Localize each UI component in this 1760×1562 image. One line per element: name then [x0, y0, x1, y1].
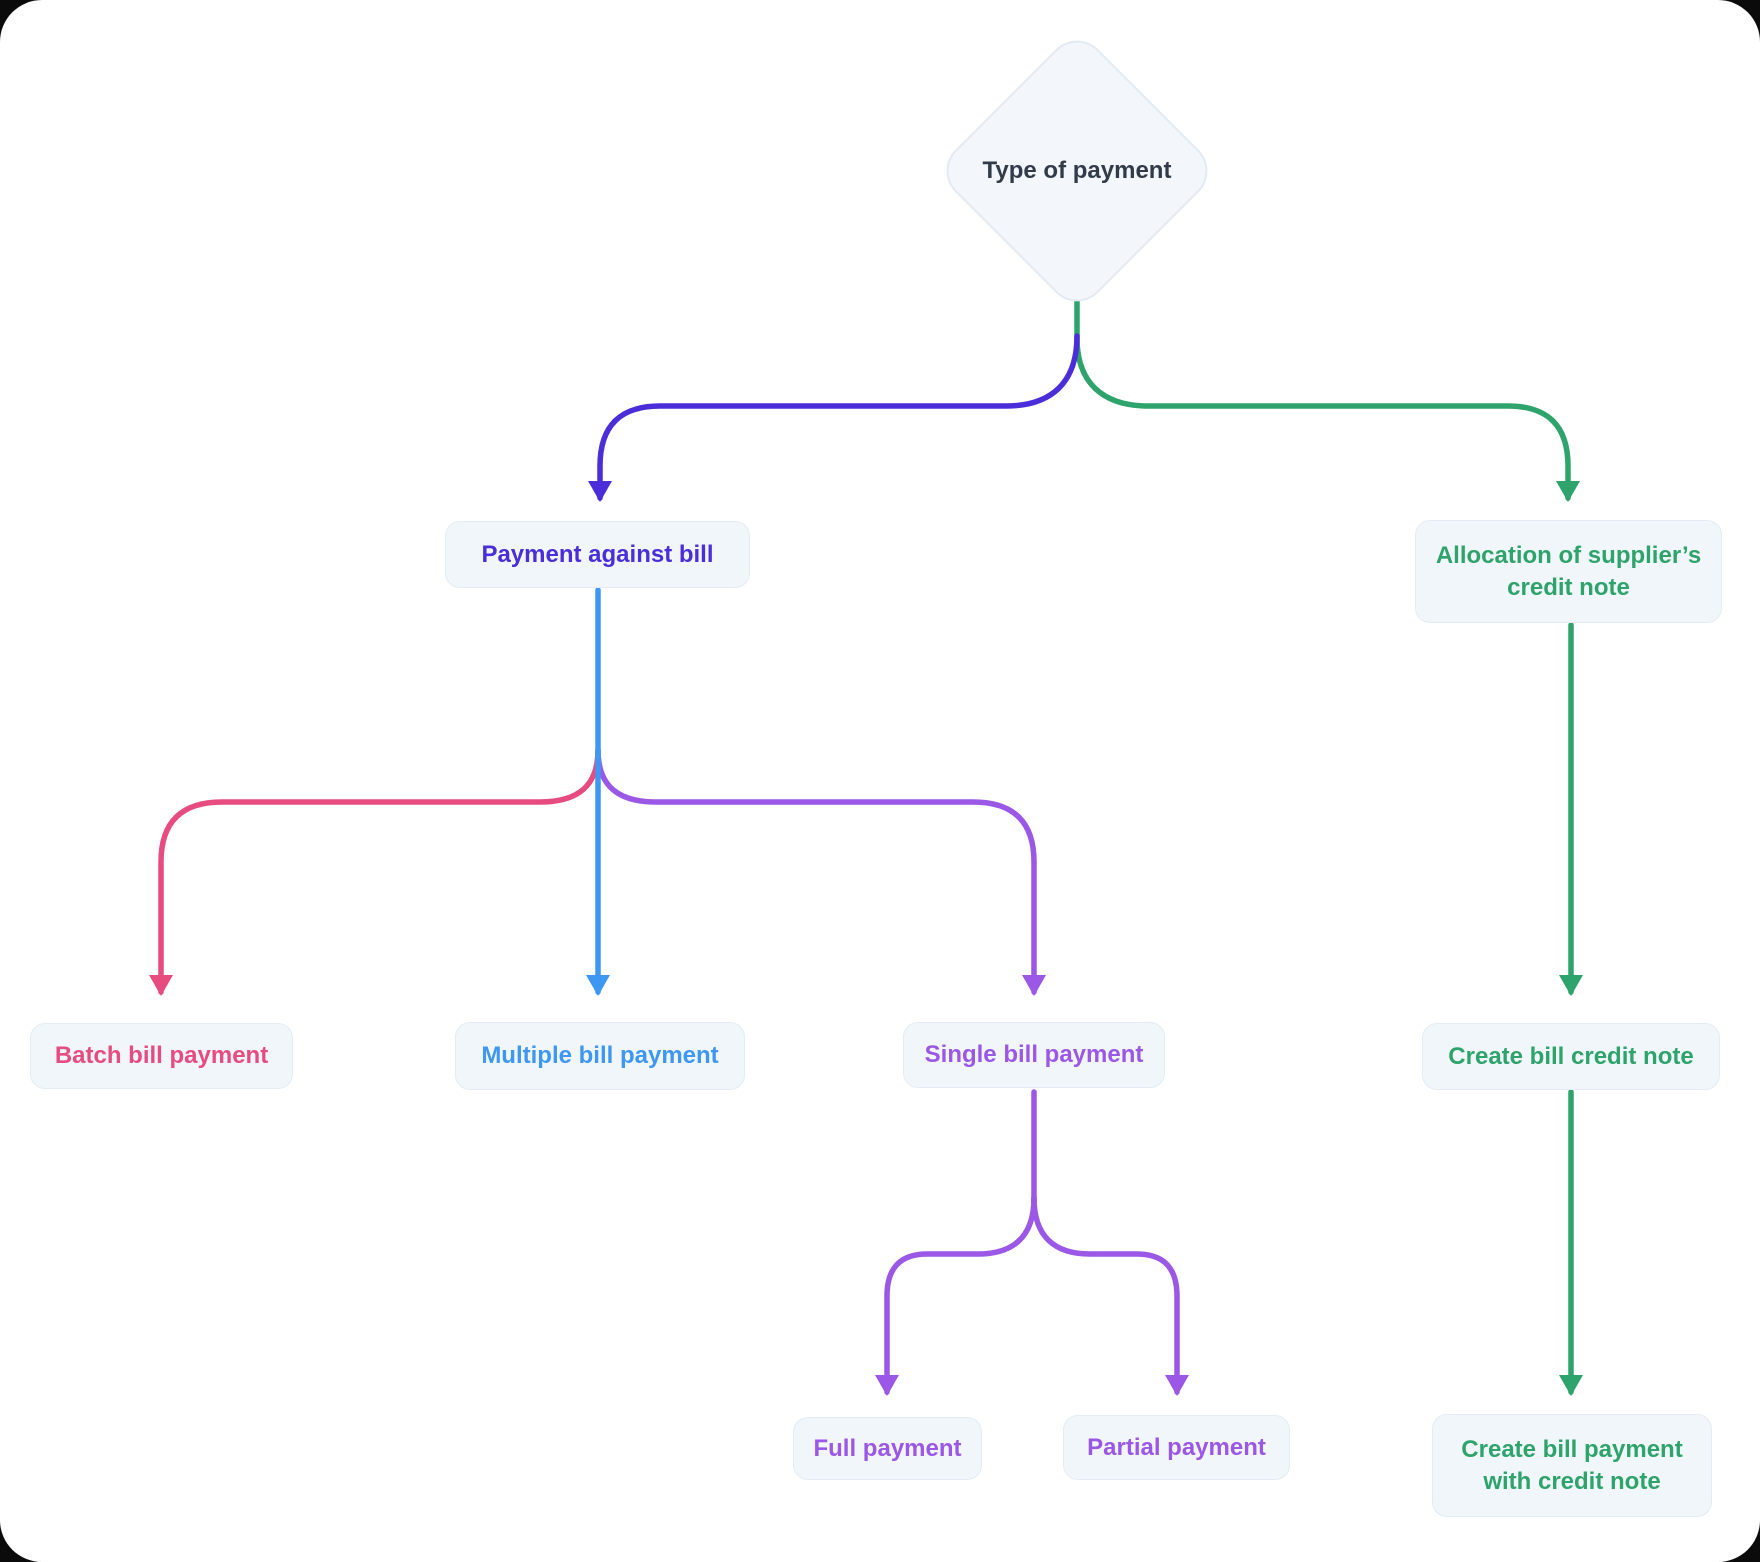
edge-payment-against-bill-to-single: [595, 747, 1046, 996]
node-type-of-payment: Type of payment: [982, 157, 1172, 184]
node-create-bill-payment-with-credit-note: Create bill payment with credit note: [1432, 1414, 1712, 1517]
node-full-payment: Full payment: [793, 1417, 982, 1480]
edge-root-to-payment-against-bill: [588, 333, 1080, 502]
node-create-bill-credit-note: Create bill credit note: [1422, 1023, 1720, 1090]
node-single-bill-payment: Single bill payment: [903, 1022, 1165, 1088]
edge-single-to-full-payment: [875, 1195, 1037, 1396]
node-batch-bill-payment: Batch bill payment: [30, 1023, 293, 1089]
edge-single-to-partial-payment: [1031, 1195, 1189, 1396]
node-multiple-bill-payment: Multiple bill payment: [455, 1022, 745, 1090]
edge-root-to-allocation-credit-note: [1074, 289, 1580, 502]
node-payment-against-bill: Payment against bill: [445, 521, 750, 588]
node-allocation-of-suppliers-credit-note: Allocation of supplier’s credit note: [1415, 520, 1722, 623]
node-partial-payment: Partial payment: [1063, 1415, 1290, 1480]
edge-payment-against-bill-to-batch: [149, 747, 601, 996]
